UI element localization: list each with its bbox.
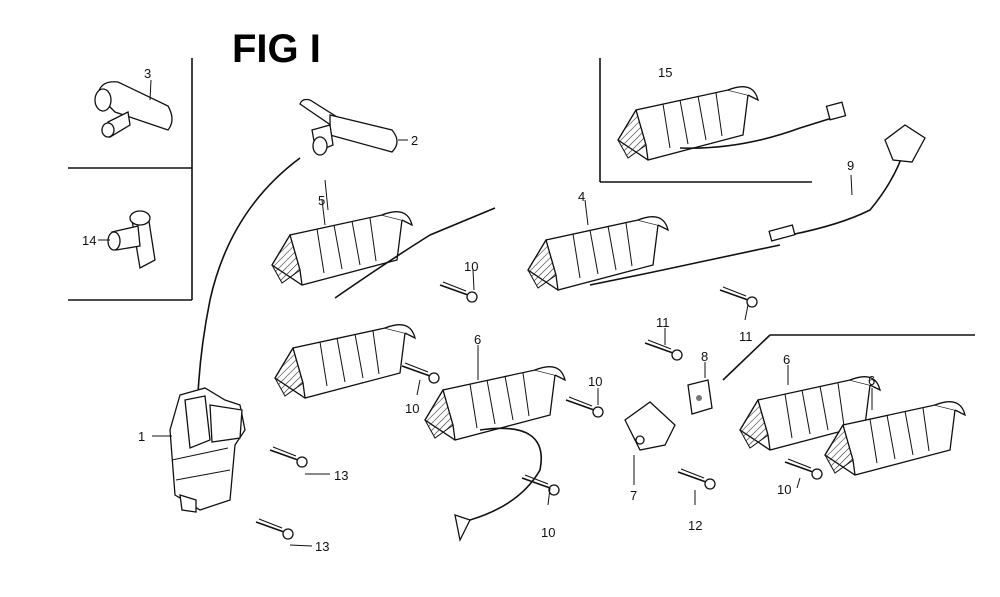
leader-lines xyxy=(289,199,873,547)
bolt-10-b xyxy=(401,362,440,384)
callout-1: 1 xyxy=(138,429,145,444)
charge-coil-15 xyxy=(617,86,759,161)
charge-coil-5 xyxy=(271,211,413,286)
inset-frame-top-right xyxy=(599,58,812,183)
bolt-10-e xyxy=(784,458,823,480)
spark-plug-cap-14 xyxy=(98,210,156,269)
callout-9: 9 xyxy=(847,158,854,173)
callout-2: 2 xyxy=(411,133,418,148)
charge-coil-lower-left xyxy=(274,324,416,399)
bolt-12 xyxy=(677,468,716,490)
callout-11-a: 11 xyxy=(656,315,670,330)
bolt-10-c xyxy=(565,396,604,418)
spark-plug-cap-2 xyxy=(299,98,408,156)
callout-10-e: 10 xyxy=(777,482,791,497)
callout-10-b: 10 xyxy=(405,401,419,416)
figure-title: FIG I xyxy=(232,27,321,71)
bracket-7 xyxy=(624,401,676,485)
callout-6-center: 6 xyxy=(474,332,481,347)
callout-6-inset-right: 6 xyxy=(868,373,875,388)
bolt-11-b xyxy=(719,286,758,308)
callout-8: 8 xyxy=(701,349,708,364)
wire-harness-9 xyxy=(768,124,926,242)
callout-14: 14 xyxy=(82,233,96,248)
callout-15: 15 xyxy=(658,65,672,80)
ignition-coil-1 xyxy=(152,387,246,513)
callout-10-a: 10 xyxy=(464,259,478,274)
spark-plug-cap-3 xyxy=(94,79,173,139)
callout-12: 12 xyxy=(688,518,702,533)
inset-frame-bottom-right xyxy=(722,334,975,381)
callout-7: 7 xyxy=(630,488,637,503)
bolt-10-a xyxy=(439,281,478,303)
callout-10-d: 10 xyxy=(541,525,555,540)
clip-8 xyxy=(687,362,713,415)
charge-coil-4 xyxy=(527,216,669,291)
callout-3: 3 xyxy=(144,66,151,81)
bolt-10-d xyxy=(521,474,560,496)
callout-6-inset-left: 6 xyxy=(783,352,790,367)
callout-13-b: 13 xyxy=(315,539,329,554)
callout-11-b: 11 xyxy=(739,329,753,344)
callout-4: 4 xyxy=(578,189,585,204)
callout-13-a: 13 xyxy=(334,468,348,483)
callout-5: 5 xyxy=(318,193,325,208)
callout-10-c: 10 xyxy=(588,374,602,389)
bolt-13-b xyxy=(255,518,294,540)
bolt-13-a xyxy=(269,446,308,468)
bolt-11-a xyxy=(644,339,683,361)
inset-frame-left xyxy=(68,58,193,301)
